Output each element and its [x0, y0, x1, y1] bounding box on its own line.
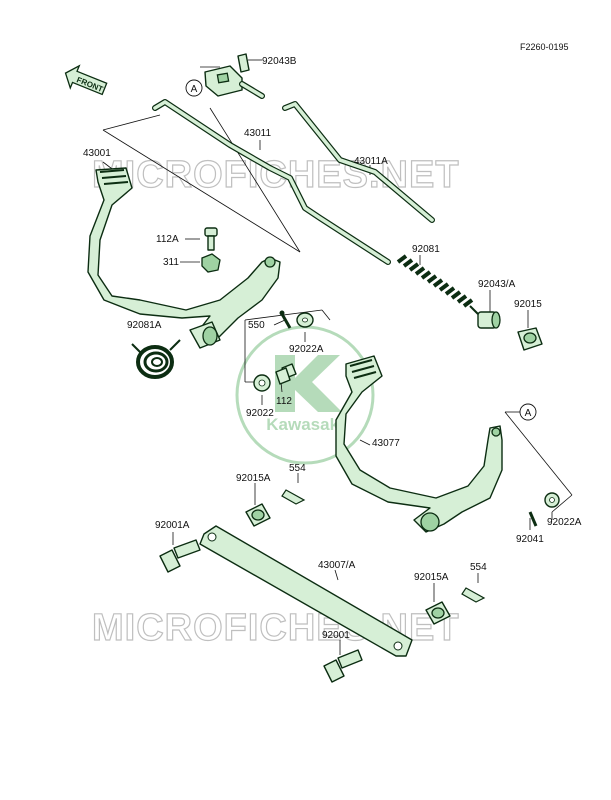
ref-marker-a-right: A: [519, 403, 537, 421]
callout-112a: 112A: [156, 234, 179, 245]
callout-labels: 92043B 43011 43011A 43001 112A 311 92081…: [83, 56, 582, 641]
brake-lever-43077: [335, 355, 503, 533]
callout-43011a: 43011A: [354, 156, 388, 167]
cotter-pin-550: [279, 310, 292, 329]
brake-pedal-43001: [87, 167, 281, 349]
nut-311: [201, 253, 221, 273]
clevis-part: [204, 53, 265, 99]
callout-43007a: 43007/A: [318, 560, 356, 571]
watermark-text-top: MICROFICHES.NET: [92, 154, 460, 196]
bolt-112a: [204, 227, 218, 251]
callout-43077: 43077: [372, 438, 400, 449]
callout-311: 311: [163, 257, 179, 268]
ref-marker-a-top-label: A: [191, 84, 198, 95]
callout-92001: 92001: [322, 630, 350, 641]
callout-554-lower: 554: [470, 562, 487, 573]
pin-92041: [528, 511, 538, 527]
callout-554-upper: 554: [289, 463, 306, 474]
callout-92015a-upper: 92015A: [236, 473, 271, 484]
callout-92015a-lower: 92015A: [414, 572, 449, 583]
callout-92001a: 92001A: [155, 520, 190, 531]
callout-112: 112: [276, 396, 292, 407]
ref-marker-a-right-label: A: [525, 408, 532, 419]
front-arrow-icon: FRONT: [64, 64, 108, 96]
callout-92043a: 92043/A: [478, 279, 516, 290]
bolt-112: [275, 363, 297, 385]
washer-92022: [253, 374, 271, 392]
torsion-spring-92081a: [131, 339, 181, 379]
callout-92041: 92041: [516, 534, 544, 545]
bushing-92015: [517, 327, 543, 351]
callout-92081: 92081: [412, 244, 440, 255]
callout-92081a: 92081A: [127, 320, 162, 331]
figure-code: F2260-0195: [520, 42, 569, 52]
bolt-92001: [323, 649, 363, 683]
ref-marker-a-top: A: [185, 79, 203, 97]
washer-92022a-right: [544, 492, 560, 508]
washer-92022a-top: [296, 312, 314, 328]
callout-43001: 43001: [83, 148, 111, 159]
collar-92043a: [477, 311, 501, 329]
clip-554-lower: [461, 587, 486, 603]
return-spring-92081: [396, 254, 479, 315]
kawasaki-logo-text: Kawasaki: [266, 415, 344, 434]
bushing-92015a-lower: [425, 601, 451, 625]
callout-92022a-right: 92022A: [547, 517, 582, 528]
callout-92022a-top: 92022A: [289, 344, 324, 355]
bushing-92015a-upper: [245, 503, 271, 527]
callout-92043b: 92043B: [262, 56, 297, 67]
callout-550: 550: [248, 320, 265, 331]
leader-lines: [102, 59, 573, 655]
bolt-92001a: [159, 539, 201, 573]
link-plate-43007a: [199, 525, 413, 657]
watermark-layer: MICROFICHES.NET MICROFICHES.NET Kawasaki: [91, 153, 460, 649]
callout-92022: 92022: [246, 408, 274, 419]
brake-rod-43011a: [282, 101, 435, 223]
brake-rod-43011: [152, 99, 391, 265]
callout-43011: 43011: [244, 128, 272, 139]
callout-92015: 92015: [514, 299, 542, 310]
clip-554-upper: [281, 489, 306, 505]
